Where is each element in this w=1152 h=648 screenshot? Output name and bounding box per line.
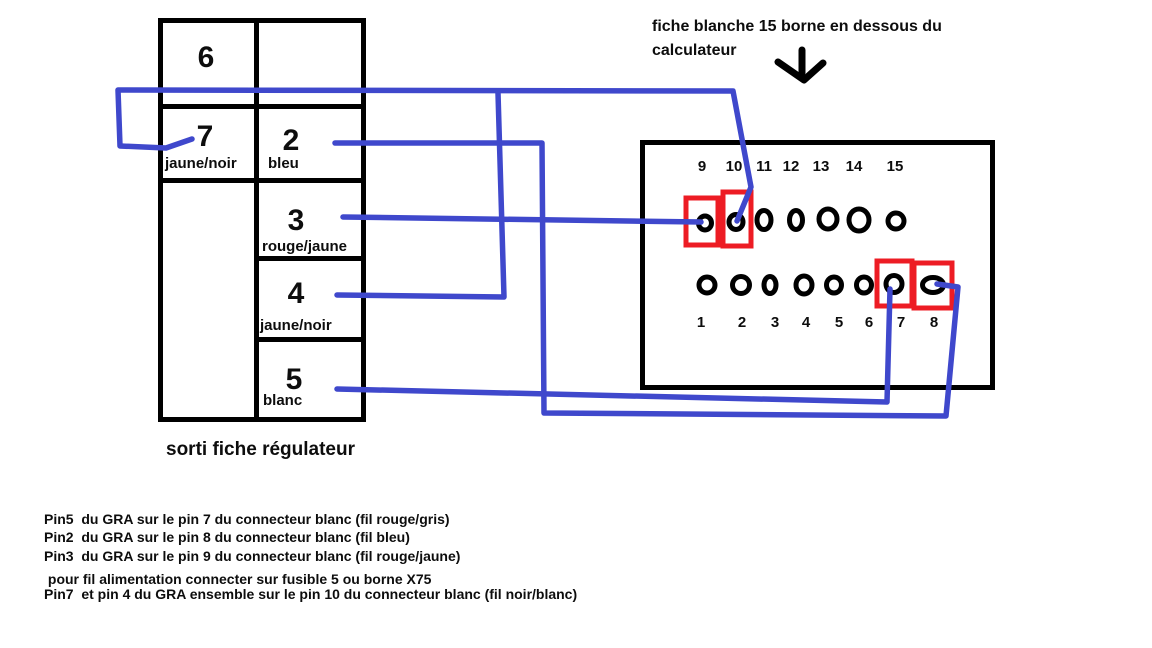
regulator-cell-6-number: 6 [197, 41, 215, 74]
pin-hole-15 [885, 210, 907, 232]
highlight-pin-10 [720, 189, 754, 249]
wire-reg3-to-white9 [340, 214, 704, 225]
wire-reg5-to-white7 [334, 286, 893, 405]
pin-hole-1 [696, 274, 718, 296]
note-line-5: Pin7 et pin 4 du GRA ensemble sur le pin… [44, 586, 578, 602]
pin-hole-11 [754, 208, 774, 232]
connector-pins [696, 206, 946, 297]
regulator-caption: sorti fiche régulateur [166, 439, 355, 460]
pin-label-10: 10 [725, 158, 743, 175]
pin-label-3: 3 [770, 314, 780, 331]
pin-hole-13 [816, 206, 840, 232]
pin-hole-7 [883, 273, 905, 295]
pin-hole-12 [787, 208, 805, 232]
note-line-2: Pin2 du GRA sur le pin 8 du connecteur b… [44, 529, 410, 545]
pin-label-14: 14 [845, 158, 863, 175]
pin-label-11: 11 [756, 158, 772, 175]
regulator-cell-7-wire: jaune/noir [165, 155, 237, 172]
pin-hole-2 [730, 274, 752, 296]
regulator-cell-3-wire: rouge/jaune [262, 238, 348, 255]
pin-label-2: 2 [737, 314, 747, 331]
regulator-cell-4-number: 4 [287, 277, 305, 310]
top-note-line2: calculateur [652, 42, 737, 59]
wire-reg4-to-junction [334, 90, 507, 300]
wires [115, 87, 961, 419]
down-arrow-icon [774, 46, 827, 84]
pin-hole-5 [824, 274, 844, 296]
regulator-cell-2-number: 2 [282, 124, 300, 157]
pin-label-1: 1 [696, 314, 706, 331]
regulator-cell-4-wire: jaune/noir [260, 317, 332, 334]
pin-label-12: 12 [782, 158, 800, 175]
pin-hole-3 [761, 274, 779, 296]
pin-hole-6 [854, 274, 874, 296]
highlight-rectangles [683, 189, 955, 311]
pin-label-8: 8 [929, 314, 939, 331]
note-line-1: Pin5 du GRA sur le pin 7 du connecteur b… [44, 511, 450, 527]
white-connector-outline [640, 140, 995, 390]
note-line-3: Pin3 du GRA sur le pin 9 du connecteur b… [44, 548, 461, 564]
regulator-cell-7-number: 7 [196, 120, 214, 153]
top-note-line1: fiche blanche 15 borne en dessous du [652, 18, 942, 35]
pin-label-9: 9 [697, 158, 707, 175]
pin-label-4: 4 [801, 314, 811, 331]
regulator-cell-2-wire: bleu [268, 155, 299, 172]
pin-hole-14 [846, 206, 872, 234]
pin-label-15: 15 [886, 158, 904, 175]
white-connector-box [640, 140, 995, 390]
pin-hole-4 [793, 273, 815, 297]
note-line-4: pour fil alimentation connecter sur fusi… [44, 571, 432, 587]
pin-label-6: 6 [864, 314, 874, 331]
wire-reg7-to-white10 [115, 87, 754, 224]
highlight-pin-7 [874, 258, 915, 309]
pin-label-13: 13 [812, 158, 830, 175]
regulator-cell-3-number: 3 [287, 204, 305, 237]
regulator-cell-5-wire: blanc [263, 392, 303, 409]
pin-label-7: 7 [896, 314, 906, 331]
regulator-cell-5-number: 5 [285, 363, 303, 396]
pin-label-5: 5 [834, 314, 844, 331]
wire-reg2-to-white8 [332, 140, 961, 419]
pin-hole-10 [726, 212, 746, 232]
